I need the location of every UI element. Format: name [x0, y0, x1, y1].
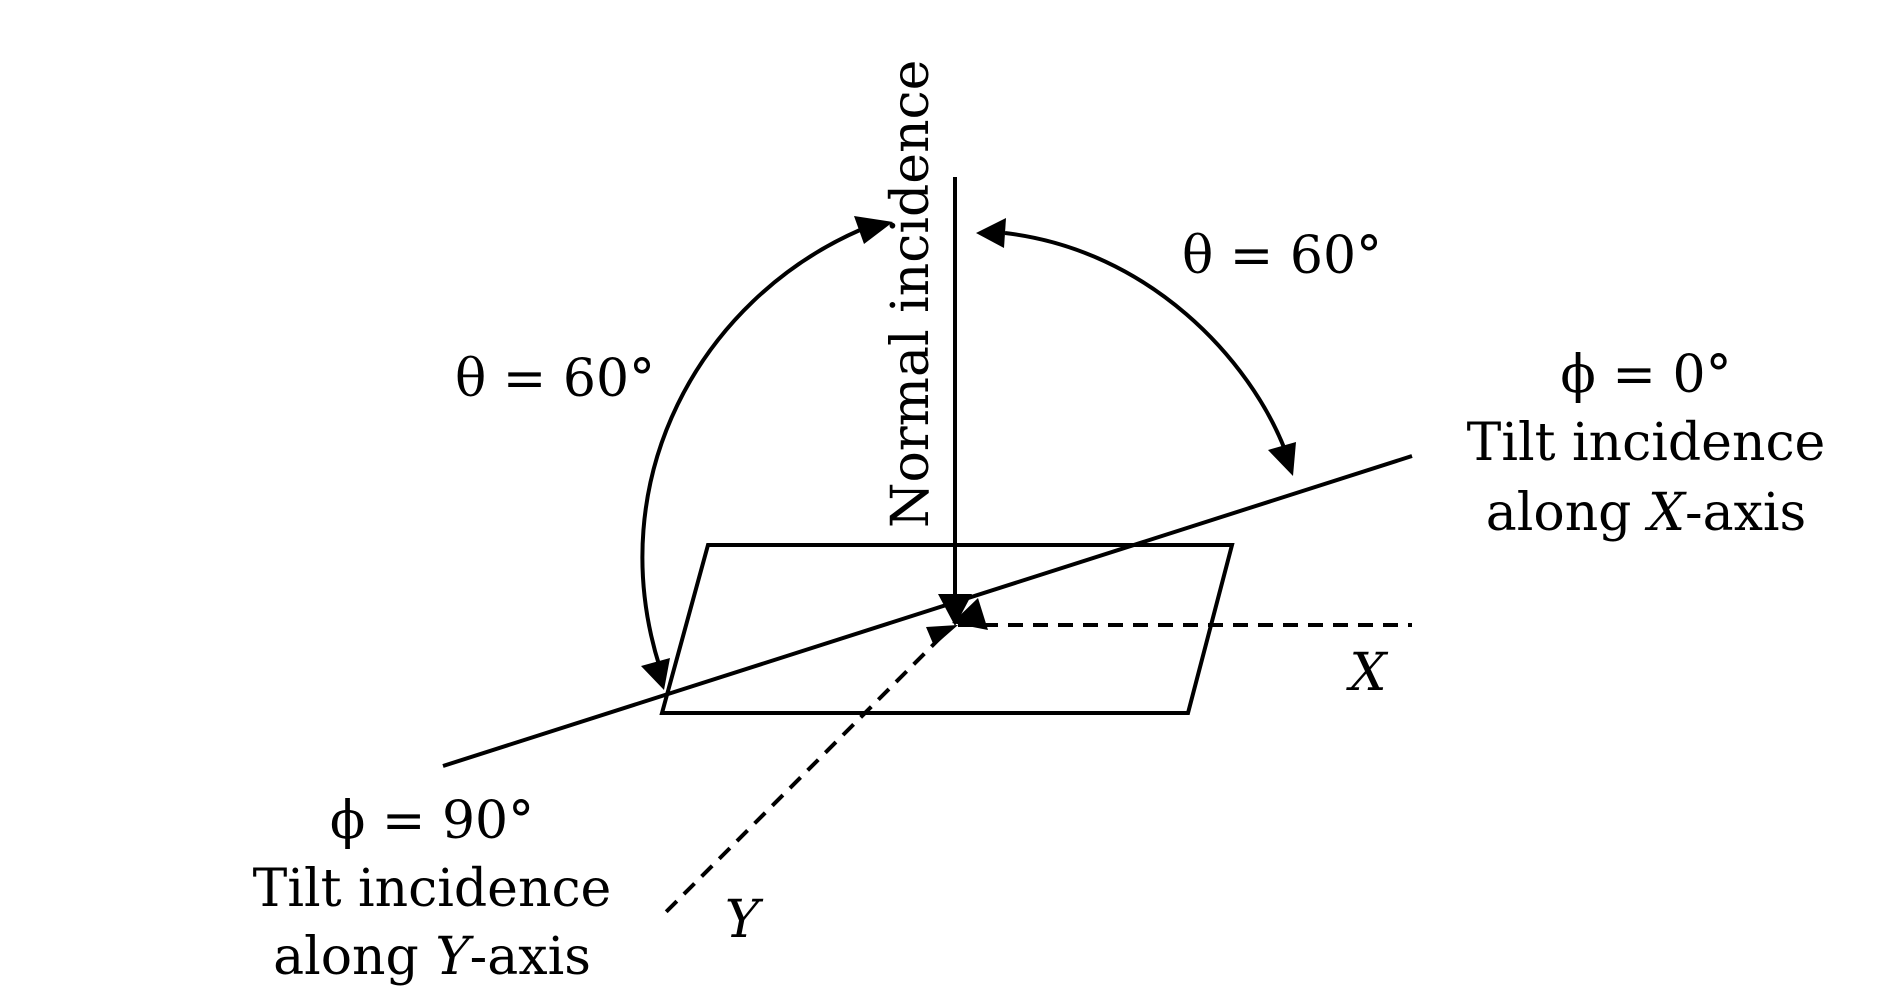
normal-incidence-label: Normal incidence — [881, 60, 941, 528]
theta-arc-right-arrowhead-bottom — [1268, 442, 1296, 476]
tilt-incidence-arrowhead-x — [952, 598, 988, 630]
normal-incidence-arrowhead — [938, 594, 972, 626]
tilt-y-suffix: -axis — [470, 927, 591, 987]
tilt-x-axis-name: X — [1644, 483, 1687, 543]
tilt-y-axis-name: Y — [435, 927, 474, 987]
tilt-x-suffix: -axis — [1685, 483, 1806, 543]
theta-right-label: θ = 60° — [1182, 226, 1382, 286]
theta-left-label: θ = 60° — [455, 349, 655, 409]
x-axis-label: X — [1345, 643, 1388, 703]
tilt-y-label-line2: along Y-axis — [273, 927, 591, 987]
tilt-x-prefix: along — [1486, 483, 1648, 543]
sample-plane — [659, 543, 1235, 715]
y-axis-label: Y — [725, 890, 764, 950]
theta-arc-right — [1004, 231, 1287, 451]
tilt-incidence-line — [442, 454, 1413, 768]
tilt-y-prefix: along — [273, 927, 435, 987]
tilt-x-label-line1: Tilt incidence — [1467, 413, 1826, 473]
theta-arc-right-arrowhead-top — [976, 218, 1006, 248]
y-axis-dashed — [660, 634, 944, 918]
phi-zero-label: ϕ = 0° — [1560, 345, 1731, 405]
tilt-incidence-arrowhead-y — [926, 625, 958, 646]
theta-arc-left-arrowhead-bottom — [641, 658, 670, 690]
theta-arc-left — [640, 228, 861, 669]
phi-ninety-label: ϕ = 90° — [330, 791, 534, 851]
theta-arc-left-arrowhead-top — [854, 216, 893, 244]
tilt-x-label-line2: along X-axis — [1486, 483, 1807, 543]
tilt-y-label-line1: Tilt incidence — [253, 859, 612, 919]
